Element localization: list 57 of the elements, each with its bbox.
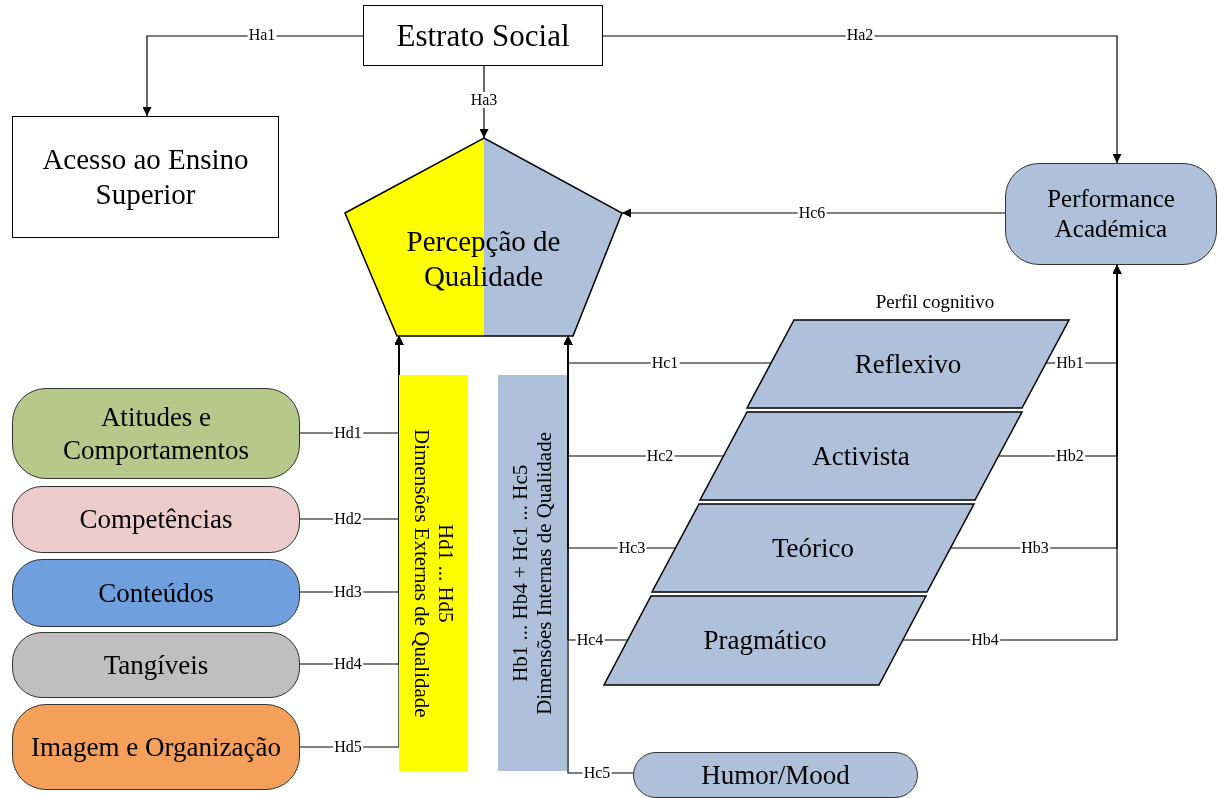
node-label: Humor/Mood bbox=[701, 758, 850, 792]
band-label: Hb1 ... Hb4 + Hc1 ... Hc5 bbox=[508, 464, 533, 682]
arrow bbox=[142, 35, 364, 117]
band-label: Dimensões Externas de Qualidade bbox=[409, 428, 434, 718]
edge-label: Hd1 bbox=[333, 425, 363, 441]
edge-label: Hc4 bbox=[575, 632, 605, 648]
vertical-band bbox=[498, 375, 567, 771]
node-label: Reflexivo bbox=[854, 347, 962, 381]
edge-label: Ha2 bbox=[845, 27, 875, 43]
parallelogram-box bbox=[652, 504, 974, 592]
node-label: Conteúdos bbox=[98, 576, 214, 610]
rounded-box bbox=[12, 388, 300, 479]
edge-label: Ha1 bbox=[247, 27, 277, 43]
arrow bbox=[602, 35, 1122, 164]
edge-label: Hd3 bbox=[333, 584, 363, 600]
arrow bbox=[621, 208, 1006, 218]
node-label: Pragmático bbox=[703, 624, 827, 657]
parallelogram-box bbox=[604, 596, 926, 685]
edge-label: Hd2 bbox=[333, 511, 363, 527]
rounded-box bbox=[12, 559, 300, 627]
node-label: Acesso ao Ensino Superior bbox=[41, 142, 250, 212]
edge-label: Hb2 bbox=[1055, 448, 1085, 464]
edge-label: Hc1 bbox=[650, 355, 680, 371]
rounded-box bbox=[633, 752, 918, 798]
rounded-box bbox=[12, 486, 300, 553]
edge-label: Hb1 bbox=[1055, 355, 1085, 371]
process-box bbox=[12, 116, 279, 238]
parallelogram-box bbox=[700, 412, 1022, 500]
edge-label: Hd5 bbox=[333, 739, 363, 755]
edge-label: Hc6 bbox=[797, 205, 827, 221]
arrow bbox=[902, 264, 1122, 641]
edge-label: Hc2 bbox=[645, 448, 675, 464]
node-label: Atitudes e Comportamentos bbox=[62, 401, 250, 466]
pentagon-node bbox=[345, 138, 622, 336]
arrow bbox=[299, 335, 404, 748]
edge-label: Ha3 bbox=[469, 92, 499, 108]
edge-label: Hd4 bbox=[333, 656, 363, 672]
edge-label: Hc3 bbox=[617, 540, 647, 556]
group-label: Perfil cognitivo bbox=[875, 291, 995, 313]
node-label: Imagem e Organização bbox=[31, 730, 281, 764]
node-label: Activista bbox=[812, 439, 910, 473]
node-label: Performance Académica bbox=[1046, 184, 1176, 244]
edge-label: Hb3 bbox=[1020, 540, 1050, 556]
node-label: Competências bbox=[79, 503, 233, 536]
edge-label: Hb4 bbox=[970, 632, 1000, 648]
node-label: Estrato Social bbox=[396, 16, 570, 55]
rounded-box bbox=[12, 704, 300, 790]
node-label: Tangíveis bbox=[103, 648, 209, 682]
rounded-box bbox=[12, 632, 300, 698]
arrow bbox=[563, 335, 634, 774]
node-label: Teórico bbox=[771, 531, 855, 565]
band-label: Dimensões Internas de Qualidade bbox=[532, 431, 557, 715]
edge-label: Hc5 bbox=[582, 765, 612, 781]
rounded-box bbox=[1005, 163, 1217, 265]
vertical-band bbox=[399, 375, 468, 771]
process-box bbox=[363, 5, 603, 66]
band-label: Hd1 ... Hd5 bbox=[433, 523, 458, 623]
